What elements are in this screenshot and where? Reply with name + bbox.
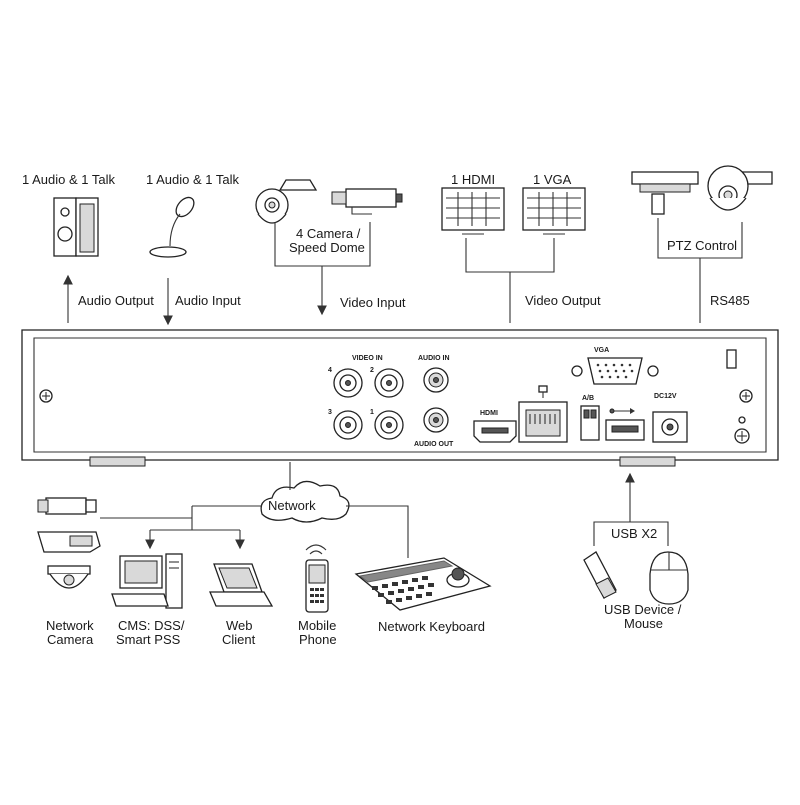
- rs485-terminal[interactable]: [580, 405, 600, 441]
- screw-right-icon: [739, 389, 753, 403]
- ptz-dome-icon: [707, 165, 773, 211]
- usb-symbol-icon: [609, 408, 635, 414]
- label-video-input: Video Input: [340, 295, 406, 310]
- ethernet-port[interactable]: [518, 401, 568, 443]
- label-mobile-phone-2: Phone: [299, 632, 337, 647]
- label-audio-out: AUDIO OUT: [414, 441, 454, 448]
- label-video-in: VIDEO IN: [352, 355, 383, 362]
- usb-port[interactable]: [605, 419, 645, 441]
- power-port[interactable]: [652, 411, 688, 443]
- network-keyboard-icon: [354, 557, 492, 611]
- label-network-keyboard: Network Keyboard: [378, 619, 485, 634]
- label-audio-input: Audio Input: [175, 293, 241, 308]
- label-dc12v: DC12V: [654, 393, 677, 400]
- label-vga: 1 VGA: [533, 172, 572, 187]
- audio-out-port[interactable]: [423, 407, 449, 433]
- label-vga-port: VGA: [594, 347, 609, 354]
- label-cms-1: CMS: DSS/: [118, 618, 185, 633]
- label-network-camera-1: Network: [46, 618, 94, 633]
- label-web-client-2: Client: [222, 632, 256, 647]
- hdmi-port[interactable]: [473, 420, 517, 443]
- label-network: Network: [268, 498, 316, 513]
- video-in-port-2[interactable]: [374, 368, 404, 398]
- speed-dome-camera-icon: [255, 179, 318, 224]
- mouse-icon: [649, 551, 689, 605]
- label-usb-x2: USB X2: [611, 526, 657, 541]
- video-in-port-3[interactable]: [333, 410, 363, 440]
- network-cloud-icon: [260, 480, 350, 523]
- ptz-camera-icon: [631, 171, 699, 215]
- vga-monitor-icon: [522, 187, 586, 235]
- usb-flash-drive-icon: [583, 551, 617, 599]
- label-hdmi-port: HDMI: [480, 410, 498, 417]
- label-audio-output: Audio Output: [78, 293, 154, 308]
- label-camera-line2: Speed Dome: [289, 240, 365, 255]
- power-switch-icon: [726, 349, 737, 369]
- label-ab: A/B: [582, 395, 594, 402]
- label-usb-device: USB Device /: [604, 602, 682, 617]
- label-ptz-control: PTZ Control: [667, 238, 737, 253]
- network-symbol-icon: [538, 385, 548, 398]
- top-connector-lines: [63, 218, 743, 326]
- audio-in-port[interactable]: [423, 367, 449, 393]
- bottom-connector-lines: [100, 462, 669, 558]
- ground-screw-icon: [734, 416, 750, 444]
- video-in-port-1[interactable]: [374, 410, 404, 440]
- label-audio-talk-right: 1 Audio & 1 Talk: [146, 172, 239, 187]
- bullet-camera-icon: [331, 188, 403, 215]
- laptop-icon: [209, 563, 274, 607]
- microphone-icon: [149, 196, 195, 258]
- label-mobile-phone-1: Mobile: [298, 618, 336, 633]
- label-video-output: Video Output: [525, 293, 601, 308]
- label-mouse: Mouse: [624, 616, 663, 631]
- label-ch2: 2: [370, 367, 374, 374]
- label-camera-line1: 4 Camera /: [296, 226, 361, 241]
- video-in-port-4[interactable]: [333, 368, 363, 398]
- screw-left-icon: [39, 389, 53, 403]
- label-cms-2: Smart PSS: [116, 632, 181, 647]
- speaker-icon: [53, 197, 99, 257]
- label-audio-in: AUDIO IN: [418, 355, 450, 362]
- label-network-camera-2: Camera: [47, 632, 94, 647]
- label-ch4: 4: [328, 367, 332, 374]
- pc-workstation-icon: [111, 553, 183, 609]
- label-ch1: 1: [370, 409, 374, 416]
- hdmi-monitor-icon: [441, 187, 505, 235]
- label-audio-talk-left: 1 Audio & 1 Talk: [22, 172, 115, 187]
- label-rs485: RS485: [710, 293, 750, 308]
- network-camera-icon: [37, 497, 101, 589]
- label-hdmi: 1 HDMI: [451, 172, 495, 187]
- label-ch3: 3: [328, 409, 332, 416]
- label-web-client-1: Web: [226, 618, 253, 633]
- vga-port[interactable]: [571, 357, 659, 385]
- mobile-phone-icon: [305, 544, 329, 613]
